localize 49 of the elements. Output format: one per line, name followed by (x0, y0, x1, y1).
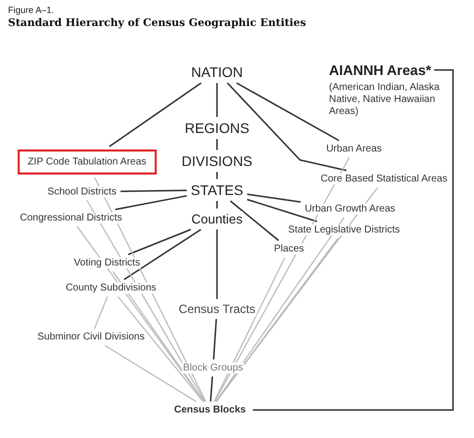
connector-line (117, 296, 204, 402)
connector-line (216, 201, 218, 208)
connector-line (216, 230, 218, 299)
connector-line (247, 194, 301, 203)
node-label: Congressional Districts (18, 212, 124, 224)
connector-line (112, 271, 204, 402)
connector-line (214, 257, 286, 402)
node-label: REGIONS (184, 120, 250, 136)
connector-line (120, 190, 187, 192)
connector-line (94, 296, 108, 329)
heading-label: AIANNH Areas* (328, 62, 432, 78)
node-label: STATES (190, 182, 244, 198)
node-label: County Subdivisions (64, 282, 158, 294)
connector-line (104, 344, 196, 402)
connector-line (128, 228, 192, 256)
connector-line (76, 226, 204, 402)
node-label: Census Tracts (178, 302, 256, 316)
node-label: Urban Areas (325, 144, 383, 154)
diagram-title: Standard Hierarchy of Census Geographic Entities (8, 17, 306, 29)
connector-line (216, 139, 218, 150)
node-label: School Districts (46, 186, 118, 198)
node-label: Urban Growth Areas (304, 204, 396, 214)
connector-line (124, 228, 202, 280)
node-label: Places (273, 244, 305, 254)
connector-line (212, 318, 218, 360)
node-label: Counties (190, 212, 244, 226)
node-label: Subminor Civil Divisions (36, 332, 146, 342)
highlight-box: ZIP Code Tabulation Areas (18, 150, 156, 174)
connector-line (216, 172, 218, 179)
connector-line (215, 217, 345, 402)
connector-line (108, 82, 202, 148)
node-label: State Legislative Districts (287, 224, 401, 236)
bracket-connector (252, 69, 454, 411)
connector-line (210, 376, 214, 402)
connector-line (230, 200, 280, 242)
connector-line (236, 82, 340, 142)
node-label: DIVISIONS (180, 153, 254, 169)
node-label: Census Blocks (173, 404, 247, 416)
connector-line (216, 83, 218, 117)
node-label: Core Based Statistical Areas (320, 174, 448, 184)
node-label: Voting Districts (72, 258, 142, 268)
connector-line (216, 238, 338, 402)
node-label: NATION (190, 64, 244, 80)
figure-number: Figure A–1. (8, 5, 54, 15)
node-label: Block Groups (182, 362, 244, 374)
connector-line (216, 187, 378, 402)
connector-line (246, 198, 318, 222)
bracket-connector (226, 82, 347, 172)
connector-line (115, 195, 187, 210)
